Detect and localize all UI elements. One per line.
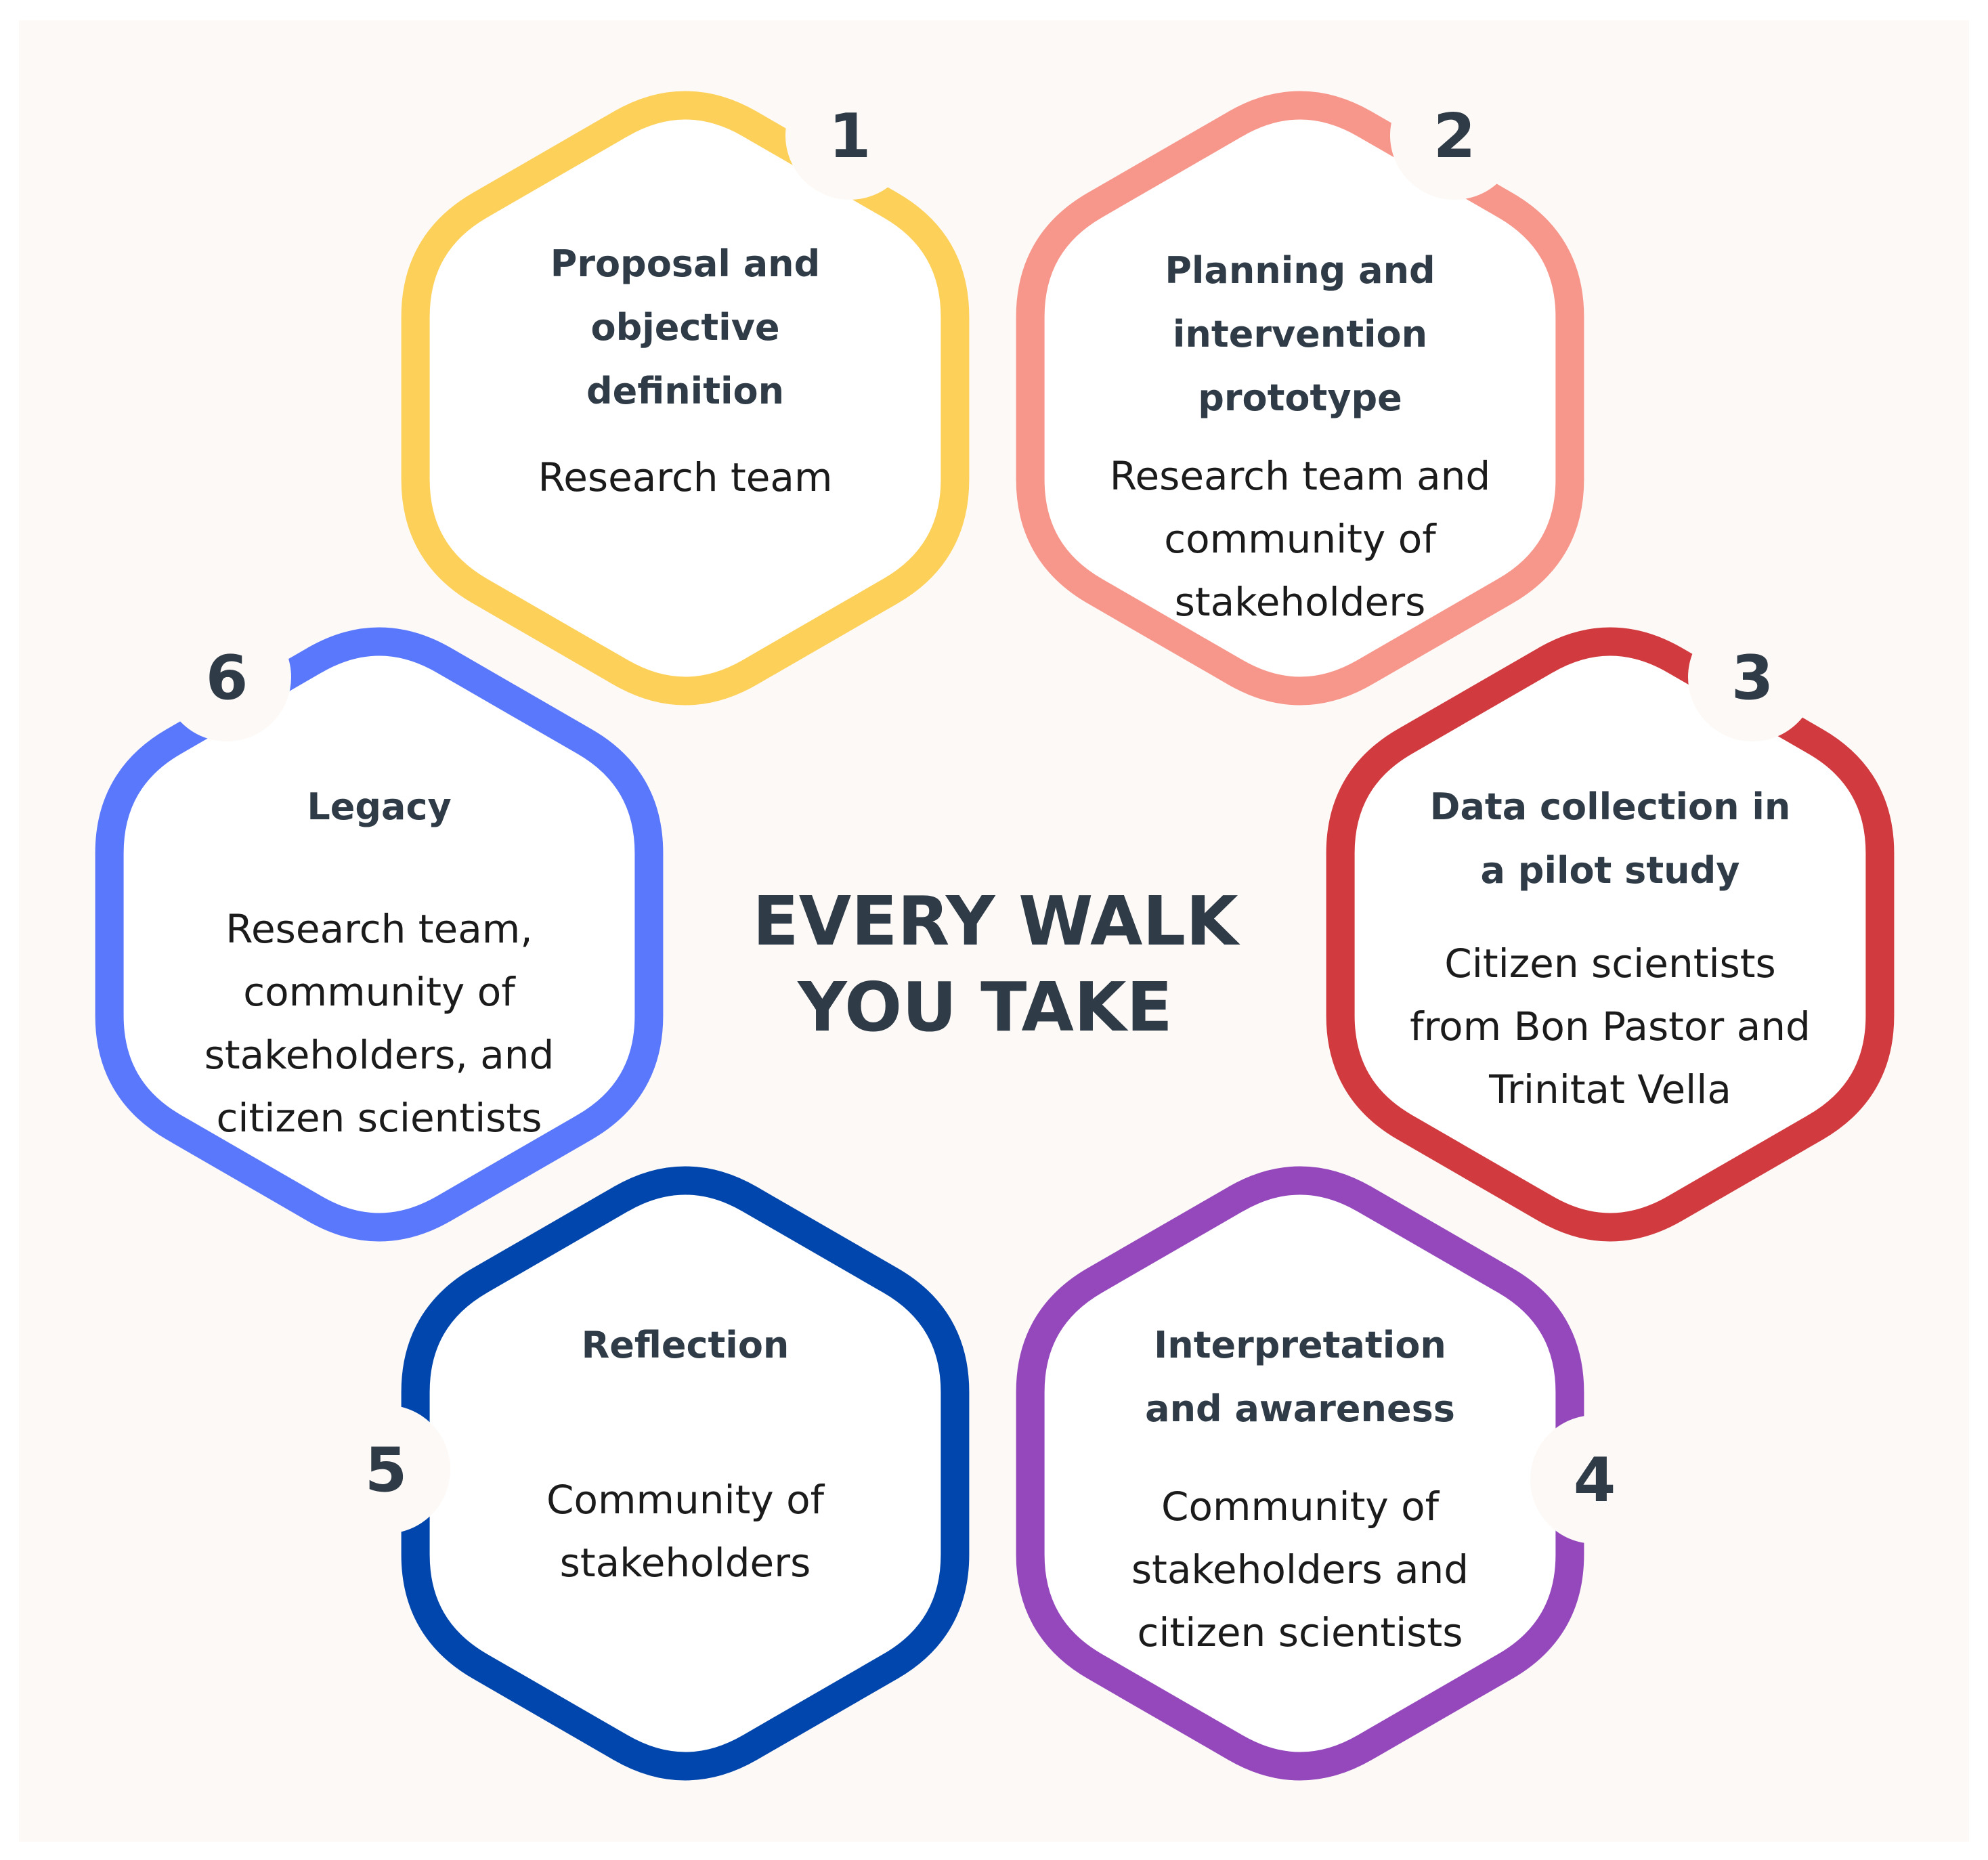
step-4-description-line: citizen scientists: [1138, 1609, 1463, 1656]
step-2-description-line: community of: [1164, 516, 1437, 562]
step-1-hexagon: [401, 91, 970, 706]
step-4-badge: [1530, 1415, 1659, 1544]
center-title-line-1: EVERY WALK: [752, 882, 1240, 961]
step-1-title-line: definition: [586, 370, 784, 412]
step-1-title-line: objective: [590, 306, 779, 349]
step-1-badge: [785, 71, 914, 200]
step-6-title-line: Legacy: [307, 785, 451, 828]
step-1-number: 1: [829, 101, 871, 172]
step-6-number: 6: [206, 643, 248, 714]
step-2-badge: [1390, 71, 1519, 200]
center-title: EVERY WALK YOU TAKE: [752, 882, 1240, 1047]
step-4-number: 4: [1574, 1445, 1616, 1516]
step-2-title-line: Planning and: [1165, 249, 1435, 292]
step-3-title-line: a pilot study: [1481, 849, 1740, 892]
step-5-badge: [322, 1405, 450, 1534]
step-6-description-line: community of: [243, 969, 516, 1015]
step-3-hexagon: [1326, 627, 1895, 1242]
step-5-hexagon: [401, 1166, 970, 1781]
step-4-title-line: and awareness: [1145, 1387, 1455, 1430]
step-3-description-line: Citizen scientists: [1444, 940, 1776, 987]
step-4-title-line: Interpretation: [1154, 1324, 1446, 1366]
step-2-description-line: Research team and: [1110, 453, 1491, 499]
step-3-badge: [1688, 613, 1817, 741]
step-6-description-line: citizen scientists: [217, 1095, 542, 1141]
step-5-title-line: Reflection: [582, 1324, 790, 1366]
step-5-description-line: stakeholders: [560, 1540, 811, 1586]
step-6-description-line: Research team,: [225, 906, 532, 952]
step-5-number: 5: [365, 1435, 408, 1506]
step-6-hexagon: [95, 627, 664, 1242]
center-title-line-2: YOU TAKE: [797, 968, 1173, 1047]
step-3-description-line: Trinitat Vella: [1488, 1066, 1731, 1112]
step-2-description-line: stakeholders: [1175, 579, 1426, 625]
step-2-title-line: prototype: [1198, 376, 1402, 419]
step-3-title-line: Data collection in: [1430, 785, 1791, 828]
step-4-description-line: stakeholders and: [1131, 1547, 1469, 1593]
step-5-description-line: Community of: [546, 1477, 825, 1523]
step-2-number: 2: [1433, 101, 1476, 172]
step-4-description-line: Community of: [1161, 1484, 1440, 1530]
step-1-title-line: Proposal and: [550, 242, 821, 285]
step-3-number: 3: [1731, 643, 1774, 714]
step-3-description-line: from Bon Pastor and: [1410, 1003, 1811, 1050]
step-2-title-line: intervention: [1173, 313, 1427, 355]
step-2-hexagon: [1016, 91, 1584, 706]
step-4-hexagon: [1016, 1166, 1584, 1781]
step-6-badge: [163, 613, 291, 741]
step-1-description-line: Research team: [538, 454, 833, 500]
step-6-description-line: stakeholders, and: [204, 1032, 555, 1078]
